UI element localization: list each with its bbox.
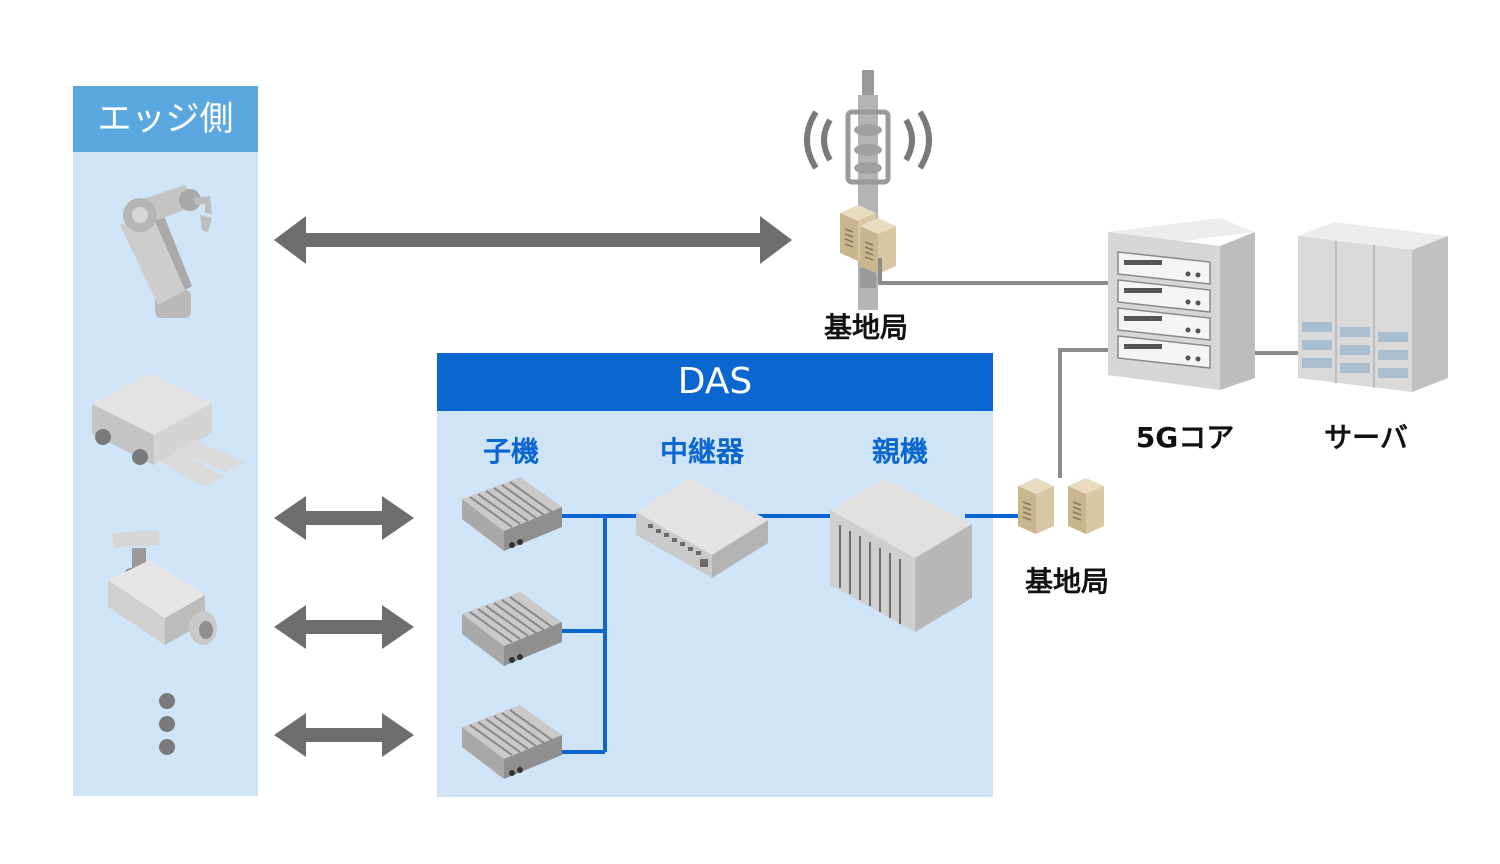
das-repeater-icon xyxy=(636,478,768,578)
arrow-edge-to-das-3-icon xyxy=(274,713,414,757)
core-links xyxy=(878,258,1300,478)
das-title: DAS xyxy=(437,353,993,411)
das-child-unit-3-icon xyxy=(461,704,563,780)
tower-base-station-label: 基地局 xyxy=(823,311,909,344)
edge-side-title: エッジ側 xyxy=(73,86,258,152)
5g-core-rack-icon xyxy=(1108,218,1255,390)
arrow-edge-to-das-2-icon xyxy=(274,605,414,649)
agv-forklift-icon xyxy=(92,373,245,487)
das-repeater-label: 中継器 xyxy=(659,435,745,468)
more-devices-ellipsis-icon xyxy=(159,693,175,755)
server-racks-icon xyxy=(1298,222,1448,392)
base-station-label: 基地局 xyxy=(1024,565,1110,598)
base-station-cabinet-1-icon xyxy=(1017,477,1055,535)
base-station-cabinet-2-icon xyxy=(1067,477,1105,535)
robot-arm-icon xyxy=(120,185,212,318)
das-child-unit-2-icon xyxy=(461,591,563,667)
camera-icon xyxy=(108,530,217,645)
das-parent-unit-icon xyxy=(830,478,972,632)
das-child-unit-label: 子機 xyxy=(482,435,540,468)
radio-tower-icon xyxy=(804,70,932,310)
das-links xyxy=(555,514,1022,754)
5g-core-label: 5Gコア xyxy=(1135,421,1235,454)
das-child-unit-1-icon xyxy=(461,476,563,552)
server-label: サーバ xyxy=(1324,421,1408,454)
arrow-edge-to-das-1-icon xyxy=(274,496,414,540)
das-parent-unit-label: 親機 xyxy=(871,435,929,468)
arrow-robot-to-tower-icon xyxy=(274,216,792,264)
